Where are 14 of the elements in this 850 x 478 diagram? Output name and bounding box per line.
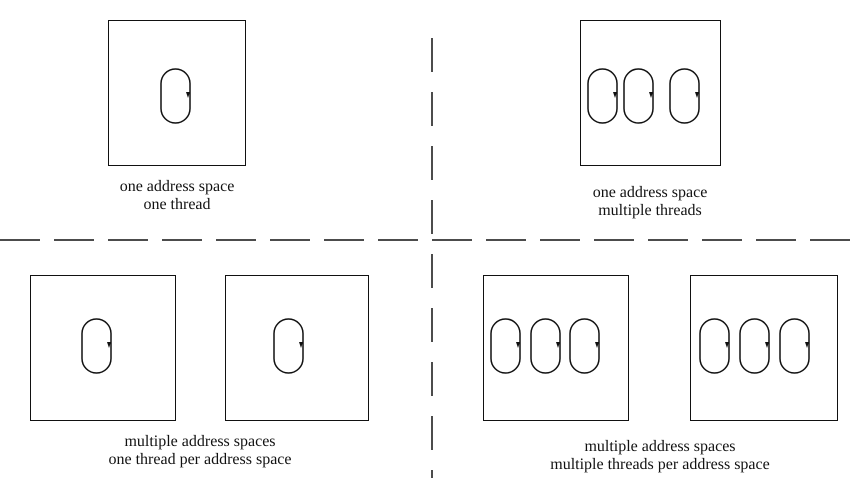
caption: one address space: [592, 184, 708, 201]
address-space-box: [108, 20, 246, 166]
caption: multiple threads: [598, 202, 702, 219]
caption: multiple address spaces: [124, 433, 276, 450]
address-space-box: [483, 275, 629, 421]
address-space-box: [225, 275, 369, 421]
caption: one address space: [120, 178, 234, 195]
address-space-box: [30, 275, 176, 421]
address-space-box: [690, 275, 838, 421]
caption: multiple address spaces: [584, 438, 736, 455]
caption: one thread: [143, 196, 211, 213]
caption: one thread per address space: [108, 451, 292, 468]
caption: multiple threads per address space: [550, 456, 770, 473]
address-space-box: [580, 20, 721, 166]
